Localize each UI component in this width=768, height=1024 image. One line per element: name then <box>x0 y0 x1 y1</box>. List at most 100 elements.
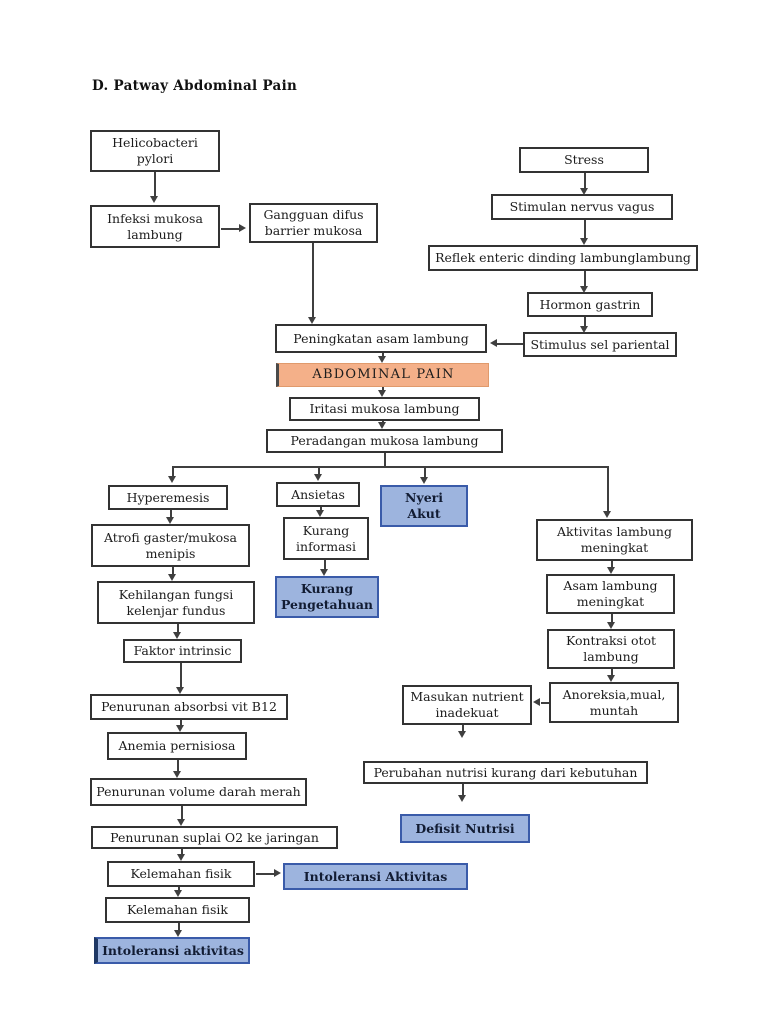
arrowhead-faktor-absorbsi <box>176 687 184 694</box>
connector-junction-hyperemesis <box>172 466 174 476</box>
node-kurang-informasi: Kurang informasi <box>283 517 369 560</box>
node-stimulan-nervus-vagus: Stimulan nervus vagus <box>491 194 673 220</box>
arrowhead-iritasi-peradangan <box>378 422 386 429</box>
arrowhead-reflek-hormon <box>580 286 588 293</box>
node-abdominal-pain: ABDOMINAL PAIN <box>276 363 489 387</box>
connector-atrofi-kehilangan <box>172 567 174 574</box>
node-defisit-nutrisi: Defisit Nutrisi <box>400 814 530 843</box>
node-intoleransi-aktivitas-1: Intoleransi Aktivitas <box>283 863 468 890</box>
node-kontraksi-otot-lambung: Kontraksi otot lambung <box>547 629 675 669</box>
node-peningkatan-asam-lambung: Peningkatan asam lambung <box>275 324 487 353</box>
connector-hyperemesis-atrofi <box>170 510 172 517</box>
node-kelemahan-fisik-1: Kelemahan fisik <box>107 861 255 887</box>
node-aktivitas-lambung-meningkat: Aktivitas lambung meningkat <box>536 519 693 561</box>
node-penurunan-absorbsi-vit-b12: Penurunan absorbsi vit B12 <box>90 694 288 720</box>
node-penurunan-volume-darah-merah: Penurunan volume darah merah <box>90 778 307 806</box>
node-kelemahan-fisik-2: Kelemahan fisik <box>105 897 250 923</box>
arrowhead-kelemahan2-intoleransi2 <box>174 930 182 937</box>
connector-asam-kontraksi <box>611 614 613 622</box>
arrowhead-kontraksi-anoreksia <box>607 675 615 682</box>
connector-volume-suplai <box>181 806 183 819</box>
page-title: D. Patway Abdominal Pain <box>92 78 298 94</box>
connector-kehilangan-faktor <box>177 624 179 632</box>
node-kurang-pengetahuan: Kurang Pengetahuan <box>275 576 379 618</box>
node-gangguan-difus-barrier-mukosa: Gangguan difus barrier mukosa <box>249 203 378 243</box>
arrowhead-masukan-perubahan <box>458 731 466 738</box>
arrowhead-hyperemesis-atrofi <box>166 517 174 524</box>
connector-anemia-volume <box>177 760 179 771</box>
connector-aktivitas-asam <box>611 561 613 567</box>
arrowhead-stimulus-peningkatan <box>490 339 497 347</box>
connector-junction-aktivitas <box>607 466 609 511</box>
node-ansietas: Ansietas <box>276 482 360 507</box>
arrowhead-infeksi-gangguan <box>239 224 246 232</box>
connector-kelemahan1-kelemahan2 <box>178 887 180 891</box>
connector-suplai-kelemahan1 <box>181 849 183 854</box>
connector-kelemahan2-intoleransi2 <box>178 923 180 930</box>
arrowhead-absorbsi-anemia <box>176 725 184 732</box>
arrowhead-perubahan-defisit <box>458 795 466 802</box>
arrowhead-kelemahan1-kelemahan2 <box>174 890 182 897</box>
connector-abdominal-iritasi <box>382 387 384 391</box>
connector-helicobacter-infeksi <box>154 172 156 196</box>
arrowhead-anoreksia-masukan <box>533 698 540 706</box>
node-atrofi-gaster: Atrofi gaster/mukosa menipis <box>91 524 250 567</box>
connector-junction-nyeri <box>424 466 426 477</box>
node-hyperemesis: Hyperemesis <box>108 485 228 510</box>
arrowhead-asam-kontraksi <box>607 622 615 629</box>
node-anemia-pernisiosa: Anemia pernisiosa <box>107 732 247 760</box>
connector-faktor-absorbsi <box>180 663 182 687</box>
connector-ansietas-kuranginfo <box>320 507 322 510</box>
node-intoleransi-aktivitas-2: Intoleransi aktivitas <box>94 937 250 964</box>
node-asam-lambung-meningkat: Asam lambung meningkat <box>546 574 675 614</box>
arrowhead-helicobacter-infeksi <box>150 196 158 203</box>
connector-junction-ansietas <box>318 466 320 474</box>
node-iritasi-mukosa-lambung: Iritasi mukosa lambung <box>289 397 480 421</box>
connector-reflek-hormon <box>584 271 586 286</box>
connector-gangguan-peningkatan <box>312 243 314 317</box>
branch-horizontal-line <box>172 466 608 468</box>
connector-masukan-perubahan <box>462 725 464 731</box>
arrowhead-volume-suplai <box>177 819 185 826</box>
node-faktor-intrinsic: Faktor intrinsic <box>123 639 242 663</box>
arrowhead-atrofi-kehilangan <box>168 574 176 581</box>
connector-infeksi-gangguan <box>221 228 239 230</box>
node-penurunan-suplai-o2: Penurunan suplai O2 ke jaringan <box>91 826 338 849</box>
arrowhead-kelemahan1-intoleransi1 <box>274 869 281 877</box>
arrowhead-gangguan-peningkatan <box>308 317 316 324</box>
node-peradangan-mukosa-lambung: Peradangan mukosa lambung <box>266 429 503 453</box>
node-helicobacter-pylori: Helicobacteri pylori <box>90 130 220 172</box>
connector-absorbsi-anemia <box>180 720 182 725</box>
arrowhead-abdominal-iritasi <box>378 390 386 397</box>
node-stimulus-sel-pariental: Stimulus sel pariental <box>523 332 677 357</box>
arrowhead-suplai-kelemahan1 <box>177 854 185 861</box>
node-kehilangan-fungsi-kelenjar-fundus: Kehilangan fungsi kelenjar fundus <box>97 581 255 624</box>
node-stress: Stress <box>519 147 649 173</box>
connector-kontraksi-anoreksia <box>611 669 613 675</box>
node-infeksi-mukosa-lambung: Infeksi mukosa lambung <box>90 205 220 248</box>
node-nyeri-akut: Nyeri Akut <box>380 485 468 527</box>
connector-perubahan-defisit <box>462 784 464 795</box>
node-anoreksia-mual-muntah: Anoreksia,mual, muntah <box>549 682 679 723</box>
connector-hormon-stimulus <box>584 317 586 326</box>
arrowhead-kehilangan-faktor <box>173 632 181 639</box>
connector-peningkatan-abdominal <box>382 353 384 357</box>
connector-stimulus-peningkatan <box>497 343 523 345</box>
arrowhead-peningkatan-abdominal <box>378 356 386 363</box>
connector-stress-stimulan <box>584 173 586 188</box>
arrowhead-anemia-volume <box>173 771 181 778</box>
connector-stimulan-reflek <box>584 220 586 238</box>
arrowhead-aktivitas-asam <box>607 567 615 574</box>
arrowhead-junction-ansietas <box>314 474 322 481</box>
connector-peradangan-junction <box>384 453 386 467</box>
connector-kuranginfo-kurangpeng <box>324 560 326 569</box>
arrowhead-junction-aktivitas <box>603 511 611 518</box>
node-reflek-enteric-dinding-lambung: Reflek enteric dinding lambunglambung <box>428 245 698 271</box>
arrowhead-ansietas-kuranginfo <box>316 510 324 517</box>
node-perubahan-nutrisi: Perubahan nutrisi kurang dari kebutuhan <box>363 761 648 784</box>
node-hormon-gastrin: Hormon gastrin <box>527 292 653 317</box>
arrowhead-stress-stimulan <box>580 188 588 195</box>
arrowhead-kuranginfo-kurangpeng <box>320 569 328 576</box>
arrowhead-stimulan-reflek <box>580 238 588 245</box>
